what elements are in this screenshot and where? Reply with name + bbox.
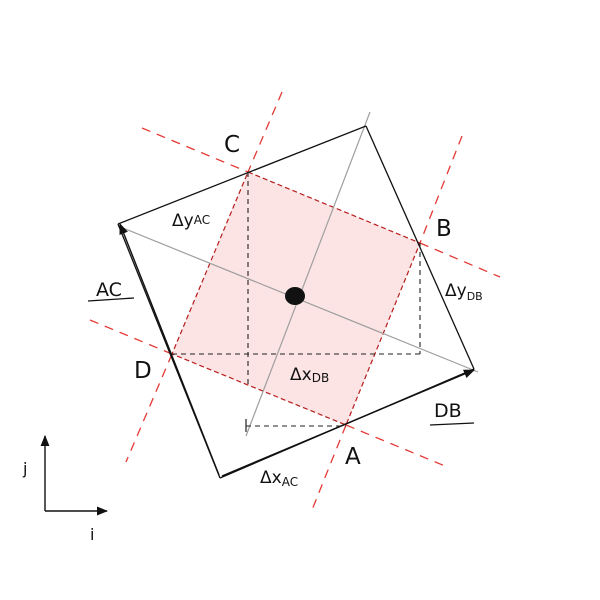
label-delta-x-db: ΔxDB (290, 365, 329, 385)
label-axis-i: i (90, 525, 94, 544)
projection-dashes (172, 172, 421, 427)
red-dashed-guides (89, 91, 501, 511)
label-axis-j: j (22, 459, 27, 478)
label-delta-y-ac: ΔyAC (172, 211, 210, 231)
underline-vector-db (429, 422, 475, 426)
label-delta-y-db: ΔyDB (445, 281, 483, 303)
ij-axes (40, 434, 109, 516)
label-delta-x-ac: ΔxAC (260, 468, 298, 489)
center-point (285, 287, 305, 305)
label-point-d: D (134, 358, 152, 384)
label-point-b: B (436, 216, 452, 242)
label-vector-db: DB (434, 400, 462, 422)
label-vector-ac: AC (96, 279, 122, 301)
vector-ac-arrow (119, 222, 220, 476)
vector-db-arrow (221, 369, 476, 477)
label-point-a: A (345, 444, 361, 470)
label-point-c: C (224, 132, 240, 158)
underline-vector-ac (87, 297, 135, 302)
